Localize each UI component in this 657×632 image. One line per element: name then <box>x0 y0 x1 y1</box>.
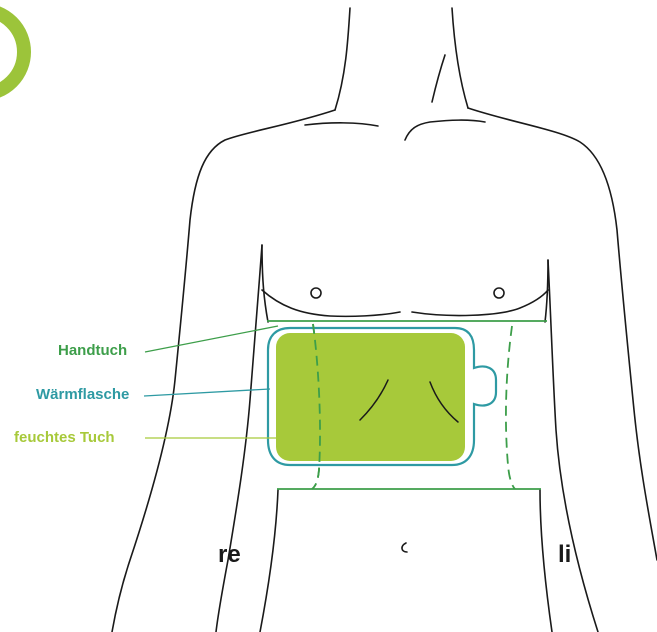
inner-arm-right <box>548 260 598 632</box>
body-outline <box>112 8 657 632</box>
neck-left-line <box>335 8 350 110</box>
torso-lower-right <box>540 490 552 632</box>
pec-right <box>412 290 548 315</box>
shoulder-right <box>468 108 657 560</box>
waermflasche-label: Wärmflasche <box>36 387 129 402</box>
feuchtes-tuch-label: feuchtes Tuch <box>14 430 115 445</box>
nipple-left-body <box>494 288 504 298</box>
torso-side-left <box>262 245 268 322</box>
handtuch-label: Handtuch <box>58 343 127 358</box>
accent-ring <box>0 10 24 94</box>
right-side-label: re <box>218 543 241 567</box>
nipple-right-body <box>311 288 321 298</box>
neck-muscle-line <box>432 55 445 102</box>
handtuch-pointer <box>145 326 278 352</box>
left-side-label: li <box>558 543 571 567</box>
navel <box>402 543 407 552</box>
torso-lower-left <box>260 490 278 632</box>
clavicle-right <box>405 120 485 140</box>
clavicle-left <box>305 123 378 126</box>
pec-left <box>262 290 400 316</box>
pointer-lines <box>144 326 278 438</box>
handtuch-fold-right <box>506 326 515 489</box>
neck-right-line <box>452 8 468 108</box>
